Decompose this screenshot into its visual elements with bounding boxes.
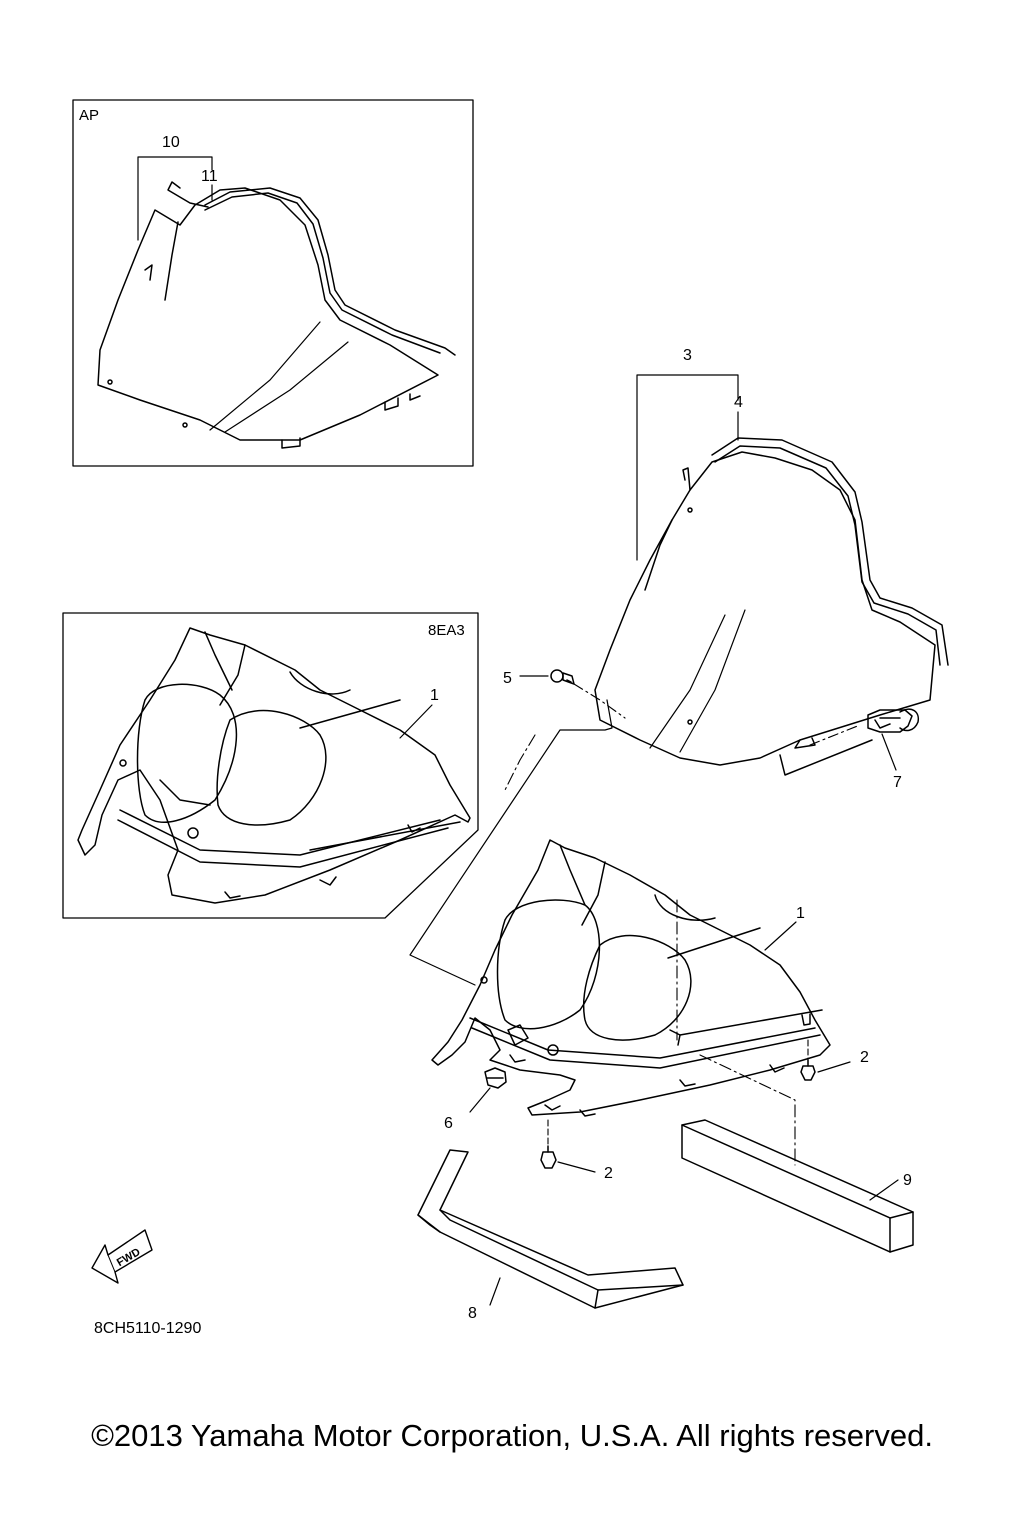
- bolt-2-right: [800, 1039, 851, 1081]
- callout-3-bracket: [636, 374, 739, 561]
- diagram-code: 8CH5110-1290: [94, 1320, 201, 1337]
- callout-7: 7: [893, 774, 902, 791]
- block-9: [681, 1119, 914, 1253]
- centerline-7: [809, 724, 861, 746]
- callout-2-right: 2: [860, 1049, 869, 1066]
- callout-5: 5: [503, 670, 512, 687]
- inset-ap-label: AP: [79, 107, 99, 124]
- inset-8ea3-label: 8EA3: [428, 622, 465, 639]
- strip-8: [417, 1149, 684, 1309]
- callout-6: 6: [444, 1115, 453, 1132]
- inset-ap: [72, 99, 474, 467]
- callout-1-main: 1: [796, 905, 805, 922]
- callout-8: 8: [468, 1305, 477, 1322]
- inset-ap-frame: [72, 99, 474, 467]
- grommet-6: [469, 1067, 507, 1113]
- callout-4: 4: [734, 394, 743, 411]
- callout-9: 9: [903, 1172, 912, 1189]
- fwd-label: FWD: [115, 1246, 143, 1269]
- fwd-arrow: [91, 1229, 153, 1284]
- screw-5: [519, 669, 575, 685]
- trim-strip-ap: [167, 181, 456, 356]
- clip-7: [867, 708, 920, 771]
- windshield-ap: [97, 187, 439, 449]
- callout-2-lower: 2: [604, 1165, 613, 1182]
- bolt-2-lower: [540, 1119, 596, 1173]
- reference-line-2: [504, 734, 536, 791]
- inset-8ea3: [62, 612, 479, 919]
- cowl-main: [431, 839, 831, 1117]
- callout-1-inset: 1: [430, 687, 439, 704]
- callout-10-bracket: [137, 156, 213, 241]
- reference-line: [409, 699, 613, 986]
- centerline-5: [573, 683, 626, 719]
- callout-1-leader-inset: [399, 704, 433, 739]
- windshield-main: [594, 451, 936, 776]
- trim-strip-main: [711, 437, 949, 666]
- callout-1-leader-main: [764, 921, 797, 951]
- parts-diagram: AP 8EA3 10 11 1 3 4 5 7 1 2 6 2 9 8 FWD …: [62, 99, 949, 1337]
- callout-10: 10: [162, 134, 180, 151]
- callout-11: 11: [201, 168, 218, 185]
- callout-3: 3: [683, 347, 692, 364]
- cowl-8ea3: [77, 627, 471, 904]
- inset-8ea3-frame: [62, 612, 479, 919]
- centerline-cowl-2: [699, 1054, 796, 1166]
- fwd-arrow-icon: [91, 1229, 153, 1284]
- copyright-notice: ©2013 Yamaha Motor Corporation, U.S.A. A…: [91, 1418, 933, 1453]
